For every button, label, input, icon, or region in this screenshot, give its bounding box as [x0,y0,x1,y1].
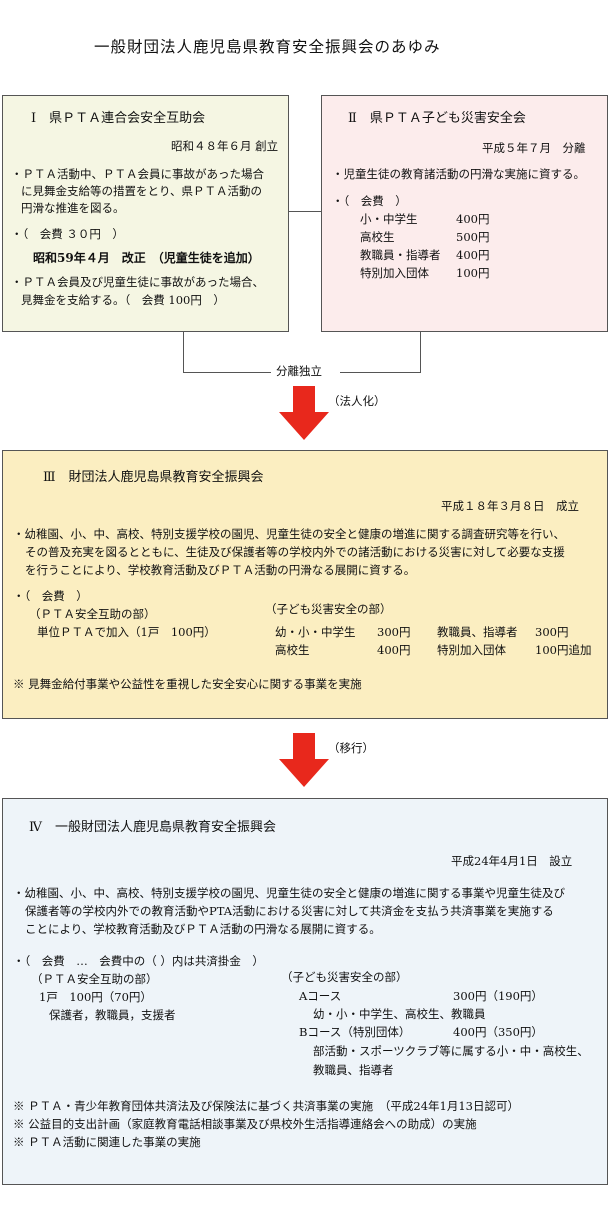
box3-fee-label-3: 高校生 [275,643,310,657]
box2-fee: ・（ 会費 ） [332,194,407,208]
box3-fee-value-1: 300円 [377,625,411,639]
box3-heading: Ⅲ 財団法人鹿児島県教育安全振興会 [43,470,264,485]
bracket-right-vertical [420,332,421,372]
page-title: 一般財団法人鹿児島県教育安全振興会のあゆみ [94,38,441,56]
connector-label: 分離独立 [276,364,322,378]
box3-fee-value-3: 400円 [377,643,411,657]
box3-fee-label-2: 教職員、指導者 [437,625,518,639]
bracket-left-horizontal [183,372,271,373]
box3-fee: ・（ 会費 ） [13,589,88,603]
box4-pta-value: 1戸 100円（70円） [39,990,152,1004]
box1-text-line3: 円滑な推進を図る。 [21,201,125,215]
box2-fee-label-3: 教職員・指導者 [360,248,441,262]
down-arrow-1 [279,386,329,440]
box4-course-a-value: 300円（190円） [453,989,543,1003]
box4-kodomo-label: （子ども災害安全の部） [281,970,408,984]
box3-pta-label: （ＰＴＡ安全互助の部） [29,607,156,621]
box4-pta-members: 保護者，教職員，支援者 [49,1008,176,1022]
down-arrow-2 [279,733,329,787]
box2-fee-value-3: 400円 [456,248,490,262]
box4-text-line3: ことにより、学校教育活動及びＰＴＡ活動の円滑なる展開に資する。 [25,922,381,936]
box3-kodomo-label: （子ども災害安全の部） [265,602,392,616]
box-foundation: Ⅲ 財団法人鹿児島県教育安全振興会 平成１８年３月８日 成立 ・幼稚園、小、中、… [2,450,608,719]
box4-course-a-label: Aコース [299,989,342,1003]
box1-text-line5: 見舞金を支給する。（ 会費 100円 ） [21,293,225,307]
box4-course-b-value: 400円（350円） [453,1025,543,1039]
box2-fee-label-1: 小・中学生 [360,212,418,226]
arrow2-label: （移行） [328,741,374,755]
box4-course-a-members: 幼・小・中学生、高校生、教職員 [313,1007,486,1021]
box4-course-b-members-2: 教職員、指導者 [313,1063,394,1077]
box2-fee-value-2: 500円 [456,230,490,244]
box4-course-b-label: Bコース（特別団体） [299,1025,411,1039]
box3-note: ※ 見舞金給付事業や公益性を重視した安全安心に関する事業を実施 [13,677,362,691]
arrow1-label: （法人化） [328,394,386,408]
box1-fee: ・（ 会費 ３０円 ） [11,227,124,241]
box4-pta-label: （ＰＴＡ安全互助の部） [31,972,158,986]
box4-heading: Ⅳ 一般財団法人鹿児島県教育安全振興会 [29,820,276,835]
box4-date: 平成24年4月1日 設立 [451,854,573,868]
box2-fee-value-1: 400円 [456,212,490,226]
box4-note-1: ※ ＰＴＡ・青少年教育団体共済法及び保険法に基づく共済事業の実施 （平成24年1… [13,1099,519,1113]
bracket-left-vertical [183,332,184,372]
box2-text-line1: ・児童生徒の教育諸活動の円滑な実施に資する。 [332,167,585,181]
box3-text-line3: を行うことにより、学校教育活動及びＰＴＡ活動の円滑なる展開に資する。 [25,563,416,577]
box-pta-mutual-aid: Ⅰ 県ＰＴＡ連合会安全互助会 昭和４８年６月 創立 ・ＰＴＡ活動中、ＰＴＡ会員に… [2,95,289,332]
box3-date: 平成１８年３月８日 成立 [441,499,579,513]
box2-fee-value-4: 100円 [456,266,490,280]
box1-text-line4: ・ＰＴＡ会員及び児童生徒に事故があった場合、 [11,275,264,289]
box2-fee-label-2: 高校生 [360,230,395,244]
box4-text-line1: ・幼稚園、小、中、高校、特別支援学校の園児、児童生徒の安全と健康の増進に関する事… [13,886,565,900]
box3-fee-label-1: 幼・小・中学生 [275,625,356,639]
box-general-foundation: Ⅳ 一般財団法人鹿児島県教育安全振興会 平成24年4月1日 設立 ・幼稚園、小、… [2,798,608,1185]
box3-text-line2: その普及充実を図るとともに、生徒及び保護者等の学校内外での諸活動における災害に対… [25,545,565,559]
box3-pta-value: 単位ＰＴＡで加入（1戸 100円） [37,625,216,639]
connector-horizontal [289,211,321,212]
box1-revision: 昭和59年４月 改正 （児童生徒を追加） [33,251,260,265]
box4-text-line2: 保護者等の学校内外での教育活動やPTA活動における災害に対して共済金を支払う共済… [25,904,554,918]
box3-fee-label-4: 特別加入団体 [437,643,506,657]
box2-heading: Ⅱ 県ＰＴＡ子ども災害安全会 [348,111,526,126]
box1-date: 昭和４８年６月 創立 [171,139,279,153]
box2-date: 平成５年７月 分離 [482,141,586,155]
box-pta-child-safety: Ⅱ 県ＰＴＡ子ども災害安全会 平成５年７月 分離 ・児童生徒の教育諸活動の円滑な… [321,95,608,332]
box1-heading: Ⅰ 県ＰＴＡ連合会安全互助会 [31,111,206,126]
box3-text-line1: ・幼稚園、小、中、高校、特別支援学校の園児、児童生徒の安全と健康の増進に関する調… [13,527,565,541]
box4-course-b-members-1: 部活動・スポーツクラブ等に属する小・中・高校生、 [313,1044,589,1058]
box4-fee: ・（ 会費 … 会費中の（ ）内は共済掛金 ） [13,954,264,968]
box1-text-line2: に見舞金支給等の措置をとり、県ＰＴＡ活動の [21,184,263,198]
box2-fee-label-4: 特別加入団体 [360,266,429,280]
box3-fee-value-2: 300円 [535,625,569,639]
bracket-right-horizontal [340,372,421,373]
box3-fee-value-4: 100円追加 [535,643,592,657]
box1-text-line1: ・ＰＴＡ活動中、ＰＴＡ会員に事故があった場合 [11,167,264,181]
box4-note-2: ※ 公益目的支出計画（家庭教育電話相談事業及び県校外生活指導連絡会への助成）の実… [13,1117,477,1131]
box4-note-3: ※ ＰＴＡ活動に関連した事業の実施 [13,1135,201,1149]
